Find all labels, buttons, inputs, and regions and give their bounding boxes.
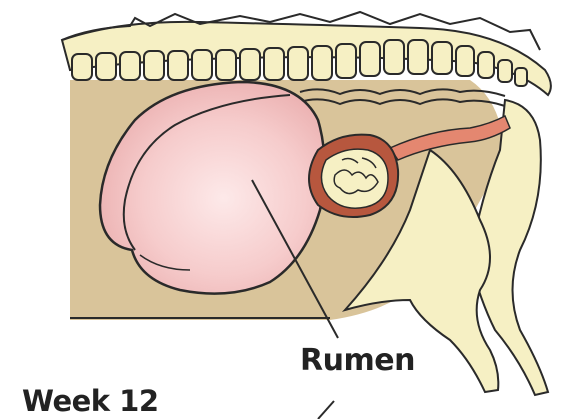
rumen-label: Rumen (300, 343, 415, 378)
week-label: Week 12 (22, 384, 159, 418)
rumen-leader-line-lower (318, 401, 334, 419)
